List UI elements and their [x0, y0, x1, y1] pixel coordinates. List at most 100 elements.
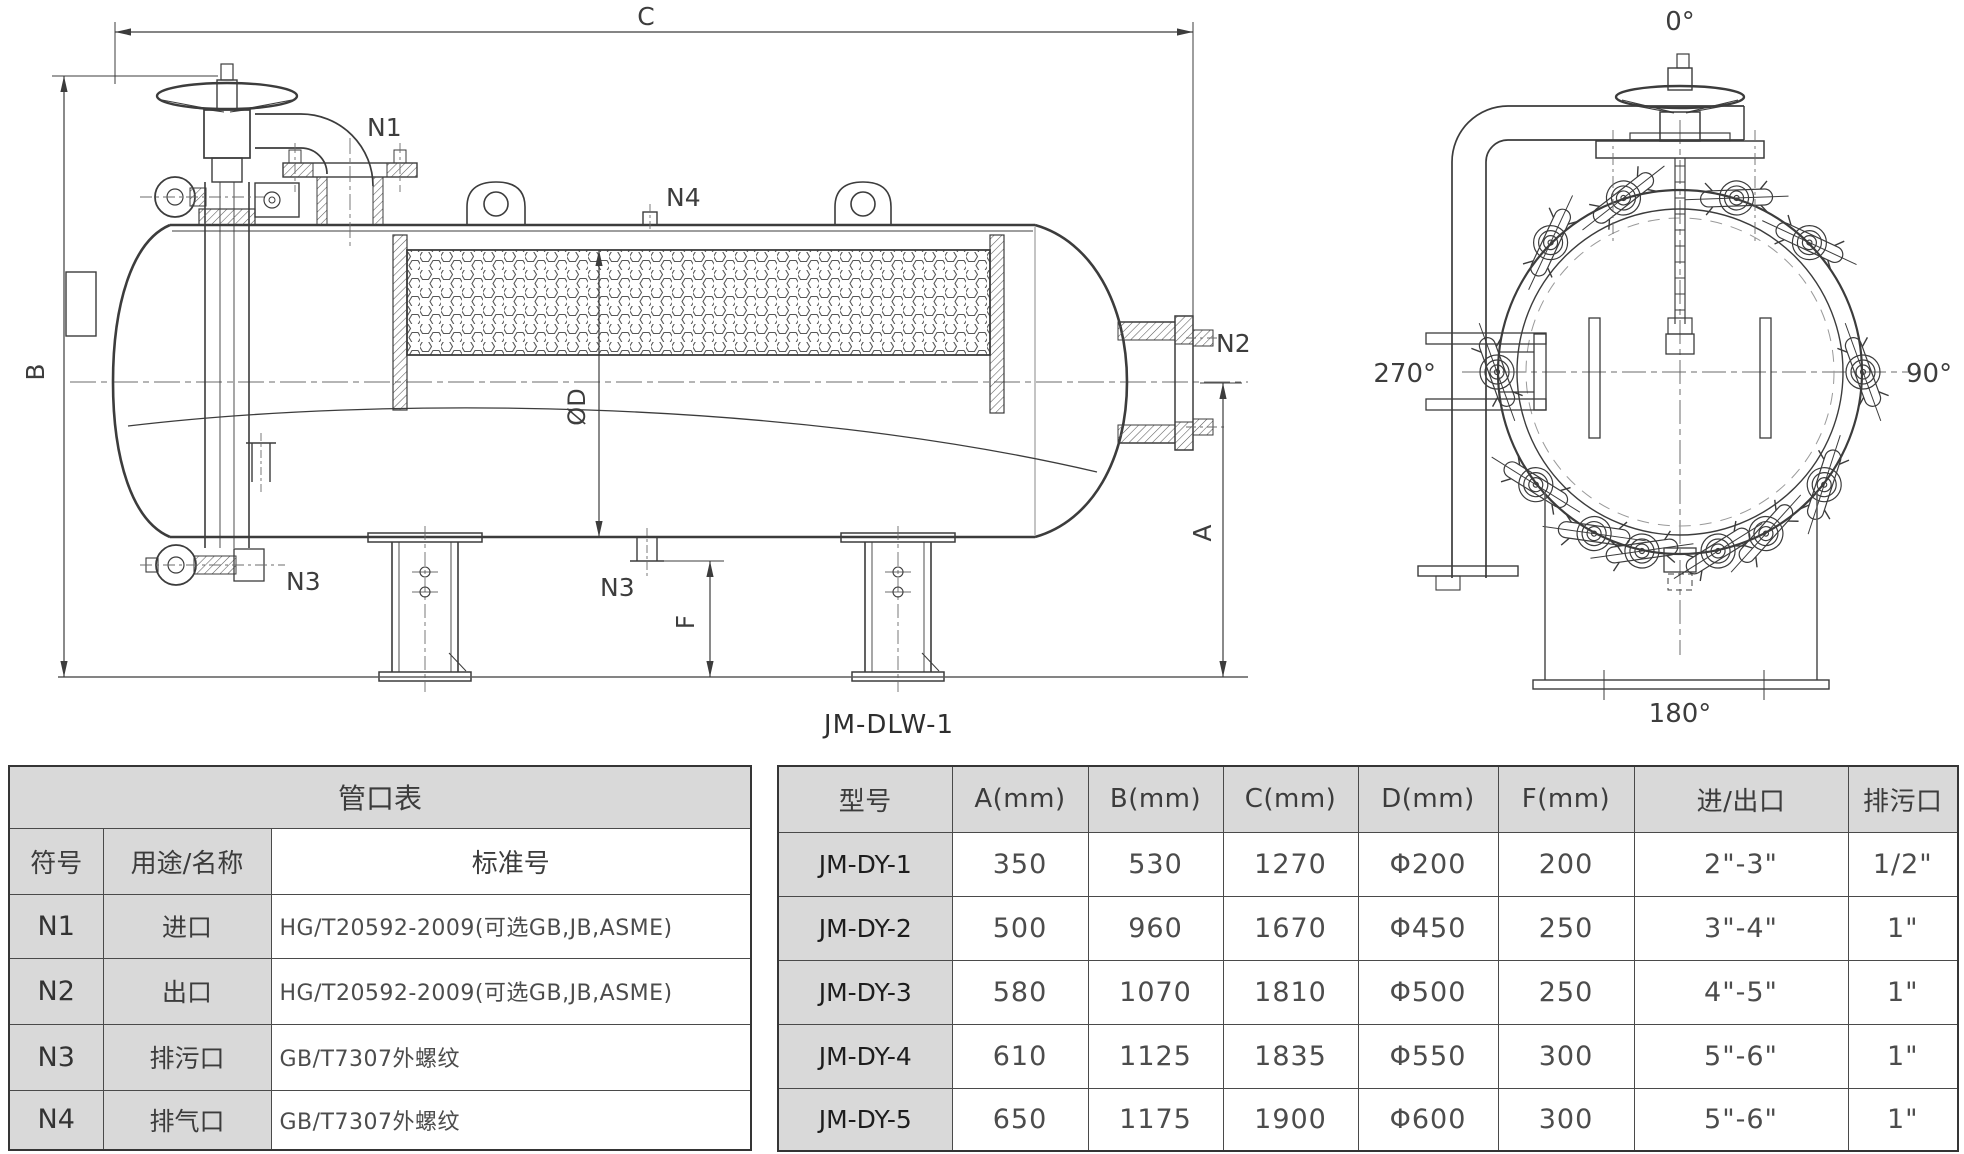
- table-cell: 300: [1497, 1023, 1635, 1089]
- door-edge: [1516, 208, 1844, 536]
- table-cell: 250: [1497, 959, 1635, 1025]
- nozzle-label-n3b: N3: [600, 573, 635, 602]
- table-cell: 300: [1497, 1087, 1635, 1152]
- table-cell: 1670: [1222, 895, 1359, 961]
- column-header: B(mm): [1087, 765, 1224, 833]
- table-cell: 1": [1847, 959, 1959, 1025]
- handwheel-icon: [1614, 84, 1746, 110]
- internal-baffle-curve: [127, 407, 1098, 473]
- table-cell: Φ450: [1357, 895, 1499, 961]
- perforated-screen: [392, 234, 1005, 414]
- table-row: JM-DY-1 350 530 1270 Φ200 200 2"-3" 1/2": [777, 831, 1959, 897]
- table-cell: N2: [8, 957, 104, 1025]
- table-cell: 350: [951, 831, 1089, 897]
- table-cell: 610: [951, 1023, 1089, 1089]
- table-cell: 580: [951, 959, 1089, 1025]
- table-cell: HG/T20592-2009(可选GB,JB,ASME): [270, 893, 752, 959]
- table-cell: N3: [8, 1023, 104, 1091]
- column-header: 标准号: [270, 827, 752, 895]
- end-view-supports: [1532, 492, 1830, 700]
- table-cell: 500: [951, 895, 1089, 961]
- baffle-edge: [1759, 317, 1772, 439]
- riser-pipe: [1417, 105, 1745, 591]
- table-cell: 排气口: [102, 1089, 272, 1151]
- table-cell: 4"-5": [1633, 959, 1849, 1025]
- drawing-title: JM-DLW-1: [823, 710, 955, 740]
- model-cell: JM-DY-1: [777, 831, 953, 897]
- nozzle-table: 管口表 符号 用途/名称 标准号 N1 进口 HG/T20592-2009(可选…: [8, 765, 753, 1151]
- angle-label-180: 180°: [1649, 699, 1712, 729]
- n3-left-nozzle: [246, 433, 276, 495]
- vessel-shell: [111, 223, 1129, 539]
- table-cell: 1": [1847, 1023, 1959, 1089]
- angle-label-0: 0°: [1665, 7, 1695, 37]
- nozzle-label-n1: N1: [367, 113, 402, 142]
- table-cell: 1175: [1087, 1087, 1224, 1152]
- table-cell: 1270: [1222, 831, 1359, 897]
- table-cell: 960: [1087, 895, 1224, 961]
- n2-nozzle: [1117, 315, 1226, 451]
- table-cell: 2"-3": [1633, 831, 1849, 897]
- spec-table: 型号 A(mm) B(mm) C(mm) D(mm) F(mm) 进/出口 排污…: [777, 765, 1959, 1152]
- table-cell: Φ500: [1357, 959, 1499, 1025]
- dim-label-f: F: [671, 615, 700, 629]
- table-cell: 5"-6": [1633, 1087, 1849, 1152]
- nozzle-label-n2: N2: [1216, 329, 1251, 358]
- column-header: A(mm): [951, 765, 1089, 833]
- table-cell: Φ600: [1357, 1087, 1499, 1152]
- dimension-a: [1200, 382, 1242, 677]
- table-cell: 1070: [1087, 959, 1224, 1025]
- lifting-lug: [466, 181, 892, 225]
- table-row: JM-DY-3 580 1070 1810 Φ500 250 4"-5" 1": [777, 959, 1959, 1025]
- n1-nozzle: [255, 113, 418, 250]
- bottom-stub: [1663, 547, 1697, 573]
- table-cell: 530: [1087, 831, 1224, 897]
- dim-label-c: C: [637, 2, 654, 31]
- table-cell: 3"-4": [1633, 895, 1849, 961]
- side-view: C B A F ØD N1 N4 N2 N3 N3: [21, 2, 1251, 692]
- column-header: C(mm): [1222, 765, 1359, 833]
- nozzle-label-n4: N4: [666, 183, 701, 212]
- dimension-b: [52, 75, 218, 677]
- dim-label-a: A: [1188, 524, 1217, 541]
- table-cell: 1": [1847, 1087, 1959, 1152]
- table-cell: 1/2": [1847, 831, 1959, 897]
- end-plate: [65, 271, 97, 337]
- angle-label-90: 90°: [1906, 359, 1952, 389]
- table-cell: GB/T7307外螺纹: [270, 1023, 752, 1091]
- n4-nozzle: [642, 204, 658, 232]
- dim-label-d: ØD: [563, 388, 591, 425]
- column-header: F(mm): [1497, 765, 1635, 833]
- table-cell: 200: [1497, 831, 1635, 897]
- table-cell: 1125: [1087, 1023, 1224, 1089]
- closure-flange-ring: [1496, 188, 1864, 556]
- dimension-d: [595, 250, 603, 537]
- handwheel-icon: [155, 81, 299, 111]
- table-row: JM-DY-4 610 1125 1835 Φ550 300 5"-6" 1": [777, 1023, 1959, 1089]
- table-cell: N1: [8, 893, 104, 959]
- table-cell: Φ200: [1357, 831, 1499, 897]
- table-cell: 进口: [102, 893, 272, 959]
- support-leg: [367, 526, 956, 692]
- table-cell: Φ550: [1357, 1023, 1499, 1089]
- table-cell: GB/T7307外螺纹: [270, 1089, 752, 1151]
- end-view: 0° 90° 180° 270°: [1373, 7, 1952, 729]
- table-cell: 出口: [102, 957, 272, 1025]
- column-header: 进/出口: [1633, 765, 1849, 833]
- table-cell: N4: [8, 1089, 104, 1151]
- column-header: 用途/名称: [102, 827, 272, 895]
- n3-mid-nozzle: [630, 528, 724, 578]
- bottom-stub-hidden: [1667, 573, 1693, 591]
- nozzle-label-n3a: N3: [286, 567, 321, 596]
- table-cell: 250: [1497, 895, 1635, 961]
- model-cell: JM-DY-3: [777, 959, 953, 1025]
- model-cell: JM-DY-2: [777, 895, 953, 961]
- dimension-f: [706, 561, 714, 677]
- level-gauge-assembly: [140, 63, 300, 586]
- column-header: 型号: [777, 765, 953, 833]
- technical-drawing: C B A F ØD N1 N4 N2 N3 N3: [21, 2, 1952, 729]
- model-cell: JM-DY-4: [777, 1023, 953, 1089]
- nozzle-table-title: 管口表: [8, 765, 752, 829]
- column-header: D(mm): [1357, 765, 1499, 833]
